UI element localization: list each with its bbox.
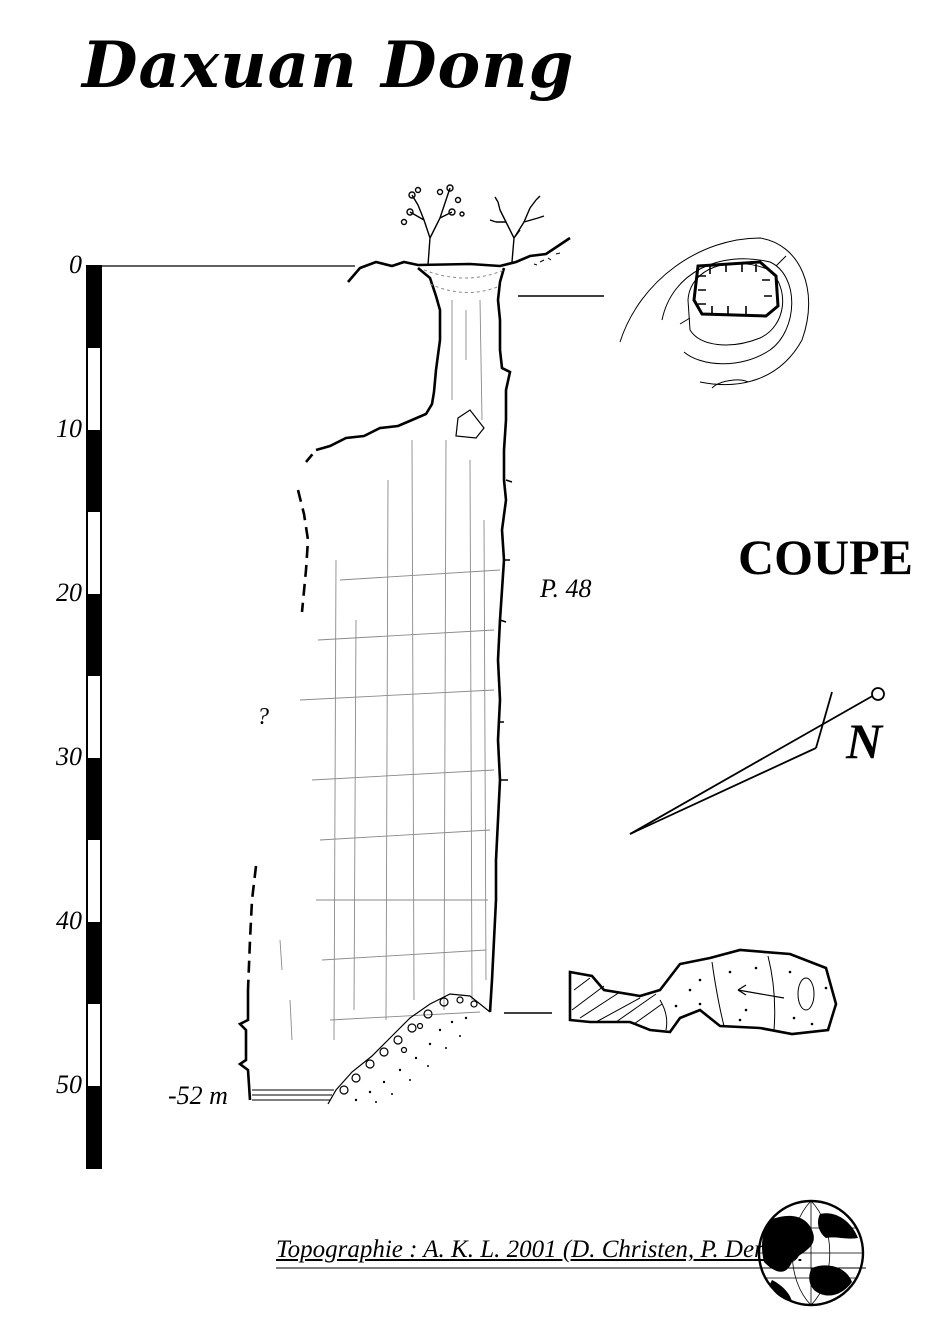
- uncertain-left-wall: [246, 449, 317, 991]
- north-label: N: [846, 713, 883, 769]
- shaft-left-wall: [315, 267, 442, 452]
- cave-floor: [252, 1089, 334, 1101]
- entrance-plan-view: [619, 237, 810, 389]
- scale-tick-label: 40: [56, 906, 82, 935]
- scale-tick-label: 50: [56, 1070, 82, 1099]
- depth-scale-bar: [86, 265, 355, 1169]
- bottom-plan-view: [568, 948, 838, 1036]
- bottom-depth-label: -52 m: [168, 1081, 228, 1110]
- pitch-label: P. 48: [540, 574, 592, 603]
- shaft-right-wall: [488, 267, 512, 1013]
- north-arrow-icon: [629, 687, 885, 835]
- surface-line: [347, 236, 571, 283]
- section-label: COUPE: [738, 529, 913, 585]
- scale-tick-label: 0: [69, 250, 82, 279]
- scale-tick-label: 10: [56, 414, 82, 443]
- globe-logo-icon: [757, 1199, 865, 1307]
- tree-icon: [400, 184, 465, 266]
- shaft-texture: [279, 299, 501, 1041]
- scale-tick-label: 20: [56, 578, 82, 607]
- lower-left-wall: [237, 990, 252, 1101]
- page-title: Daxuan Dong: [82, 28, 575, 103]
- debris-slope: [327, 993, 491, 1105]
- unknown-mark: ?: [257, 704, 269, 730]
- survey-credit: Topographie : A. K. L. 2001 (D. Christen…: [276, 1236, 802, 1263]
- tree-icon: [489, 195, 545, 263]
- scale-tick-label: 30: [56, 742, 82, 771]
